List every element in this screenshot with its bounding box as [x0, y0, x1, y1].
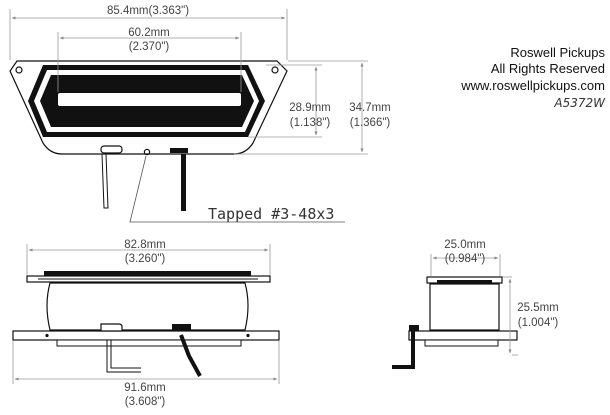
base-width-in-label: (3.608")	[125, 396, 166, 408]
inner-height-in-label: (1.138")	[290, 117, 331, 129]
outer-height-in-label: (1.366")	[350, 117, 391, 129]
end-width-in-label: (0.984")	[445, 253, 486, 265]
end-height-mm-label: 25.5mm	[517, 302, 559, 314]
mounting-hole-right	[271, 66, 279, 74]
outer-height-mm-label: 34.7mm	[349, 102, 391, 114]
inner-height-mm-label: 28.9mm	[289, 102, 331, 114]
side-lead-white	[110, 340, 141, 369]
side-cover-top	[44, 271, 251, 276]
mounting-hole-left	[15, 66, 23, 74]
side-base-lip	[56, 339, 242, 347]
end-coil-body	[429, 283, 500, 331]
blade-slot	[58, 93, 241, 106]
cover-width-mm-label: 60.2mm	[128, 27, 170, 39]
side-lead-tab	[100, 323, 123, 332]
ground-tab	[170, 148, 188, 153]
lead-wire-white	[101, 153, 109, 209]
end-width-mm-label: 25.0mm	[444, 239, 486, 251]
info-block: Roswell Pickups All Rights Reserved www.…	[460, 45, 606, 110]
end-view: 25.0mm (0.984") 25.5mm (1.004")	[392, 239, 559, 369]
tap-note-leader	[129, 155, 345, 223]
rights-text: All Rights Reserved	[491, 61, 605, 76]
top-width-in-label: (3.260")	[125, 253, 166, 265]
side-coil-body	[46, 282, 249, 331]
base-width-mm-label: 91.6mm	[124, 382, 166, 394]
overall-width-label: 85.4mm(3.363")	[107, 5, 189, 17]
lead-exit-tab	[100, 145, 123, 154]
website-text: www.roswellpickups.com	[460, 78, 605, 93]
side-baseplate	[12, 330, 280, 341]
tapped-hole	[143, 148, 151, 156]
cover-width-in-label: (2.370")	[129, 41, 170, 53]
side-lead-black	[179, 334, 202, 377]
end-height-in-label: (1.004")	[518, 317, 559, 329]
lead-wire-black	[181, 154, 186, 211]
part-number: A5372W	[553, 96, 606, 110]
top-view: 85.4mm(3.363") 60.2mm (2.370") 28.9mm (1…	[9, 5, 391, 223]
tap-note: Tapped #3-48x3	[208, 205, 334, 223]
side-view: 82.8mm (3.260") 91.6mm (3.608")	[12, 239, 280, 408]
end-base-lip	[424, 339, 499, 347]
company-name: Roswell Pickups	[510, 45, 605, 60]
end-baseplate	[408, 330, 518, 341]
end-lead-wire	[392, 331, 415, 369]
side-ground-tab	[172, 324, 191, 331]
top-width-mm-label: 82.8mm	[124, 239, 166, 251]
